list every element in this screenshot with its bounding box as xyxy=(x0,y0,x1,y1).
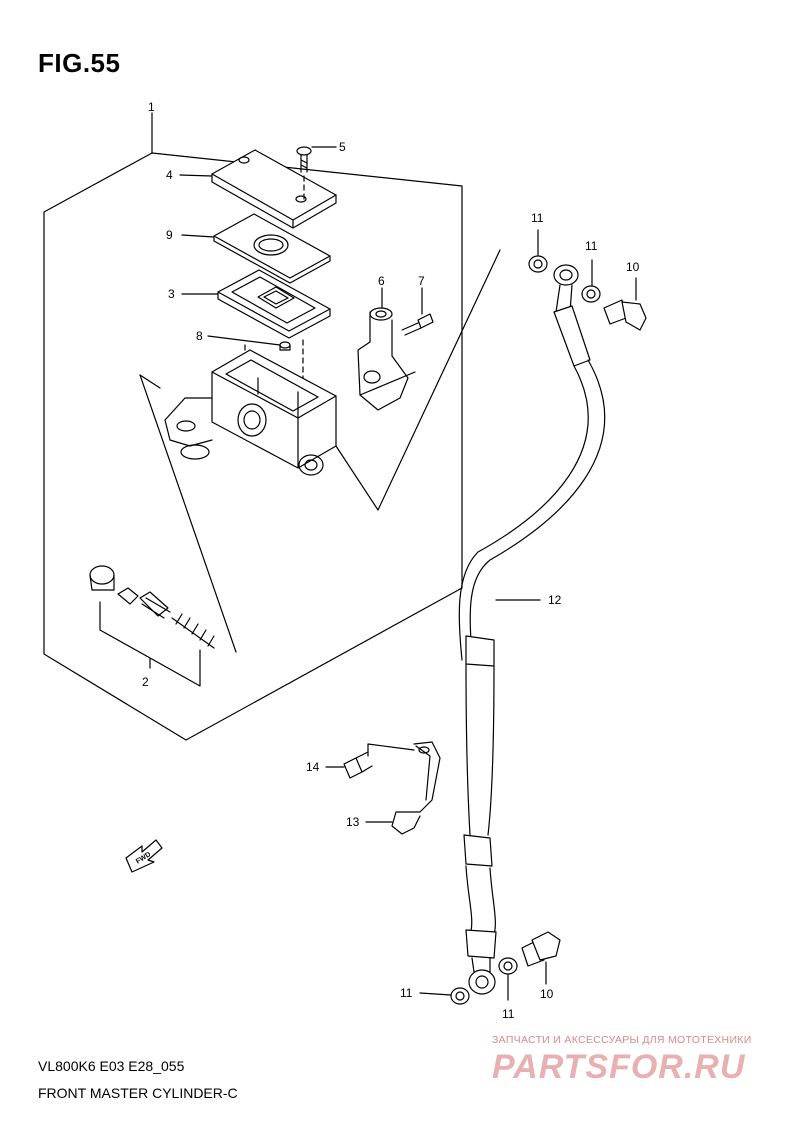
callout-11-lower-left: 11 xyxy=(400,986,413,1000)
assembly-line-clamp xyxy=(367,743,415,757)
callout-3: 3 xyxy=(168,287,175,301)
callout-13: 13 xyxy=(346,815,360,829)
callout-11-upper-right: 11 xyxy=(585,239,598,253)
callout-14: 14 xyxy=(306,760,320,774)
assembly-line-mount xyxy=(359,371,416,396)
callout-2: 2 xyxy=(142,675,149,689)
part-clamp-bolt xyxy=(343,751,373,779)
part-union-bolt-upper xyxy=(603,299,647,331)
part-union-bolt-lower xyxy=(521,931,561,967)
assembly-line-hose xyxy=(335,249,501,511)
assembly-line-lower xyxy=(139,374,237,653)
callout-12: 12 xyxy=(548,593,562,607)
callout-leader-11c xyxy=(419,992,452,996)
part-hose-clamp xyxy=(391,741,441,835)
part-washer-upper-left xyxy=(528,255,548,273)
footer-name: FRONT MASTER CYLINDER-C xyxy=(38,1085,238,1101)
fwd-arrow-icon xyxy=(125,839,163,873)
part-master-cylinder-body xyxy=(164,349,337,476)
callout-6: 6 xyxy=(378,274,385,288)
callout-11-lower-right: 11 xyxy=(502,1007,515,1021)
part-piston-kit xyxy=(89,565,215,649)
callout-4: 4 xyxy=(166,168,173,182)
callout-leader-8 xyxy=(207,335,281,346)
callout-7: 7 xyxy=(418,274,425,288)
part-washer-lower-left xyxy=(450,987,470,1005)
part-washer-upper-right xyxy=(581,285,601,303)
callout-leader-9 xyxy=(181,234,215,238)
part-reservoir-cap xyxy=(211,149,337,229)
watermark-tagline: ЗАПЧАСТИ И АКСЕССУАРЫ ДЛЯ МОТОТЕХНИКИ xyxy=(492,1034,752,1046)
callout-leader-4 xyxy=(179,174,213,177)
callout-11-upper-left: 11 xyxy=(531,211,544,225)
part-screw xyxy=(296,146,312,173)
figure-title: FIG.55 xyxy=(38,48,121,78)
callout-8: 8 xyxy=(196,329,203,343)
part-holder-bolt xyxy=(401,313,434,336)
part-holder xyxy=(357,307,409,411)
watermark-logo: PARTSFOR.RU xyxy=(492,1048,746,1086)
callout-1: 1 xyxy=(148,100,155,114)
footer-code: VL800K6 E03 E28_055 xyxy=(38,1058,185,1074)
assembly-line-lower-2 xyxy=(139,374,161,389)
callout-10-upper: 10 xyxy=(626,260,640,274)
part-diaphragm-plate xyxy=(213,213,331,284)
part-brake-hose xyxy=(458,264,606,995)
part-plug xyxy=(279,341,291,351)
callout-bracket-2 xyxy=(99,601,201,687)
part-diaphragm xyxy=(217,269,331,339)
part-washer-lower-right xyxy=(498,957,518,975)
assembly-boundary xyxy=(43,152,463,741)
callout-5: 5 xyxy=(339,140,346,154)
callout-10-lower: 10 xyxy=(540,987,554,1001)
callout-9: 9 xyxy=(166,228,173,242)
